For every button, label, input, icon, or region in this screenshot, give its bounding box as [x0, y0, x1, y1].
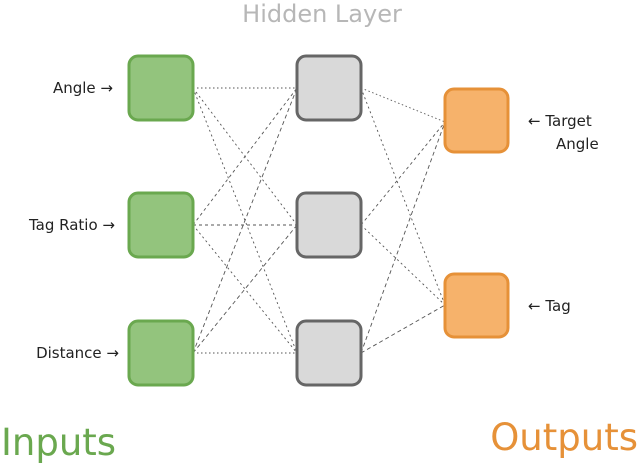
inputs-title: Inputs [1, 421, 116, 464]
hidden-node-2 [295, 191, 363, 259]
hidden-layer [295, 54, 363, 387]
hidden-layer-title: Hidden Layer [242, 0, 402, 28]
input-node-angle [127, 54, 195, 122]
connections [192, 87, 446, 354]
output-layer [443, 87, 510, 339]
edge-h2-o1 [360, 121, 446, 226]
outputs-title: Outputs [490, 416, 638, 459]
output-node-target-angle [443, 87, 510, 154]
edge-h1-o1 [360, 87, 446, 123]
hidden-node-1 [295, 54, 363, 122]
edge-h1-o2 [360, 87, 446, 306]
input-label-tag-ratio: Tag Ratio → [28, 216, 115, 234]
input-layer [127, 54, 195, 387]
hidden-node-3 [295, 319, 363, 387]
edge-in2-h1 [192, 87, 298, 226]
input-node-tag-ratio [127, 191, 195, 259]
output-label-tag: ← Tag [528, 297, 571, 315]
input-label-angle: Angle → [53, 79, 113, 97]
edge-in3-h1 [192, 87, 298, 354]
output-label-target-line1: ← Target [528, 112, 592, 130]
edge-h3-o1 [360, 121, 446, 354]
input-node-distance [127, 319, 195, 387]
output-node-tag [443, 272, 510, 339]
edge-h2-o2 [360, 224, 446, 306]
input-label-distance: Distance → [36, 344, 119, 362]
edge-h3-o2 [360, 304, 446, 354]
output-label-target-line2: Angle [556, 135, 599, 153]
